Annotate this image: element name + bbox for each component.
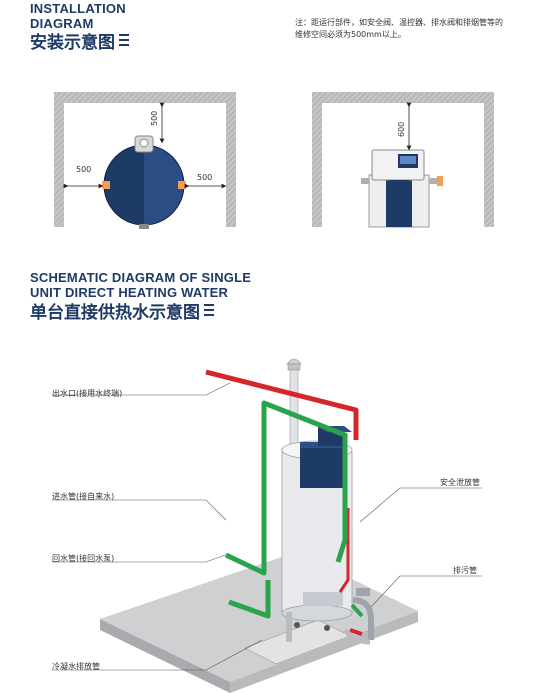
menu-icon	[204, 304, 214, 316]
installation-title-en-2: DIAGRAM	[30, 16, 94, 31]
water-heater	[281, 426, 370, 631]
leader-lines	[52, 382, 482, 671]
dim-top-right: 600	[397, 121, 406, 137]
schematic-title-en-1: SCHEMATIC DIAGRAM OF SINGLE	[30, 270, 252, 285]
dim-left: 500	[76, 165, 92, 174]
dim-right: 500	[197, 173, 213, 182]
label-return: 回水管(接回水泵)	[52, 554, 115, 563]
hot-water-pipe	[205, 369, 363, 636]
label-condensate: 冷凝水排放管	[52, 662, 100, 671]
drain-pipes	[286, 597, 374, 645]
left-room	[54, 92, 236, 227]
heater-front-view	[361, 149, 443, 228]
schematic-title-cn: 单台直接供热水示意图	[30, 303, 214, 323]
label-drain: 排污管	[453, 566, 477, 575]
installation-title-en-1: INSTALLATION	[30, 1, 126, 16]
installation-title-cn-text: 安装示意图	[30, 33, 115, 53]
installation-diagrams	[54, 92, 494, 229]
label-safety-relief: 安全泄放管	[440, 478, 480, 487]
dim-top-left: 500	[150, 110, 159, 126]
note-line-1: 注：距运行部件，如安全阀、温控器、排水阀和排烟管等的	[295, 18, 503, 27]
menu-icon	[119, 34, 129, 46]
label-inlet: 进水管(接自来水)	[52, 492, 115, 501]
schematic-title-cn-text: 单台直接供热水示意图	[30, 303, 200, 323]
label-outlet: 出水口(接用水终端)	[52, 389, 123, 398]
note-line-2: 维修空间必须为500mm以上。	[295, 30, 406, 39]
cold-water-pipe	[224, 400, 364, 619]
heater-top-view	[102, 135, 186, 229]
installation-title-cn: 安装示意图	[30, 33, 129, 53]
schematic-diagram	[52, 358, 482, 693]
schematic-title-en-2: UNIT DIRECT HEATING WATER	[30, 285, 229, 300]
right-room	[312, 92, 494, 227]
left-dimensions	[63, 102, 227, 189]
installation-note: 注：距运行部件，如安全阀、温控器、排水阀和排烟管等的 维修空间必须为500mm以…	[295, 17, 503, 41]
